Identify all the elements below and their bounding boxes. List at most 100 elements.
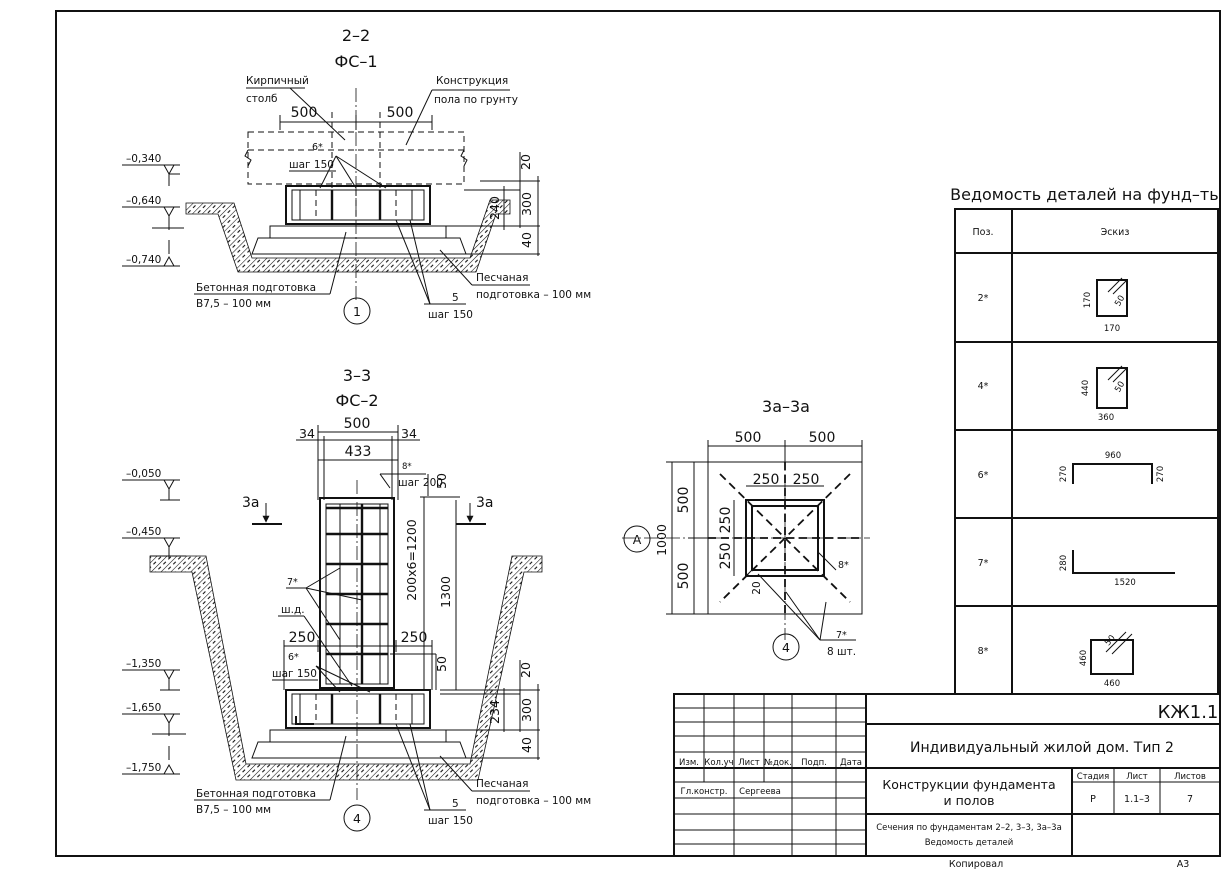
axis-bubble-4	[343, 804, 371, 832]
dim-3-3-234: 234	[487, 700, 502, 724]
level-2-2-a: –0,340	[126, 153, 161, 165]
label-wd: ш.д.	[281, 604, 305, 616]
section-3a-3a: 3а–3а 500 500 500 500 1000 250 250	[622, 397, 870, 661]
tb-stage: Р	[1090, 794, 1096, 805]
tb-hdr-data: Дата	[840, 758, 862, 768]
tb-project: Индивидуальный жилой дом. Тип 2	[910, 740, 1174, 756]
dim-3a-in-vb: 250	[718, 543, 734, 570]
rebar-8-label: 8*	[402, 462, 412, 472]
label-sand-3-3-b: подготовка – 100 мм	[476, 795, 591, 807]
axis-bubble-4-plan	[772, 633, 800, 661]
sketch-6-w: 960	[1105, 451, 1121, 461]
tb-sheet-title-1: Сечения по фундаментам 2–2, 3–3, 3а–3а	[876, 823, 1062, 833]
schedule-col-sketch: Эскиз	[1101, 227, 1130, 238]
rebar-5-label: 5	[452, 292, 459, 304]
schedule-pos-4: 4*	[978, 381, 989, 392]
dim-3-3-433: 433	[345, 444, 372, 460]
level-3-3-d: –1,650	[126, 702, 161, 714]
dim-3a-top-r: 500	[809, 430, 836, 446]
dim-3-3-column: 200x6=1200	[404, 519, 419, 601]
label-brick-2: столб	[246, 93, 278, 105]
sketch-4-hook: 50	[1113, 380, 1127, 394]
dim-3a-top-l: 500	[735, 430, 762, 446]
dim-2-2-240: 240	[487, 196, 502, 220]
section-2-2-mark: ФС–1	[334, 52, 377, 71]
rebar-5-label-3-3: 5	[452, 798, 459, 810]
dim-3-3-1300: 1300	[438, 576, 453, 608]
copied-label: Копировал	[949, 859, 1003, 869]
dim-2-2-300: 300	[519, 192, 534, 216]
schedule-frame	[954, 208, 1219, 695]
label-concrete-2-2-a: Бетонная подготовка	[196, 282, 316, 294]
level-3-3-e: –1,750	[126, 762, 161, 774]
level-3-3-a: –0,050	[126, 468, 161, 480]
sketch-2-w: 170	[1104, 324, 1120, 334]
rebar-8-step: шаг 200	[398, 477, 443, 489]
sheet-frame	[55, 10, 1221, 857]
sketch-6-hl: 270	[1059, 466, 1069, 482]
schedule-title: Ведомость деталей на фунд–ты	[950, 185, 1222, 204]
dim-3-3-40: 40	[519, 737, 534, 753]
sketch-2-h: 170	[1083, 292, 1093, 308]
section-3-3-title: 3–3	[343, 366, 371, 385]
dim-3-3-300: 300	[519, 698, 534, 722]
label-brick-1: Кирпичный	[246, 75, 309, 87]
sketch-8-w: 460	[1104, 679, 1120, 689]
dim-2-2-left: 500	[291, 105, 318, 121]
rebar-8-3a-label: 8*	[838, 560, 849, 571]
tb-sheet: 1.1–3	[1124, 794, 1150, 805]
label-concrete-2-2-b: В7,5 – 100 мм	[196, 298, 271, 310]
dim-3a-left-b: 500	[676, 563, 692, 590]
level-3-3-c: –1,350	[126, 658, 161, 670]
label-floor-1: Конструкция	[436, 75, 508, 87]
sketch-8-h: 460	[1079, 650, 1089, 666]
section-3-3: 3–3 ФС–2 500 34 34 433 8* шаг 200 50	[122, 366, 591, 832]
dim-3a-in-l: 250	[753, 472, 780, 488]
schedule-pos-8: 8*	[978, 646, 989, 657]
section-3a-title: 3а–3а	[762, 397, 810, 416]
dim-3-3-34b: 34	[401, 426, 417, 441]
rebar-6-label-3-3: 6*	[288, 652, 299, 663]
tb-col-stage: Стадия	[1077, 772, 1110, 782]
tb-col-sheets: Листов	[1174, 772, 1206, 782]
level-2-2-b: –0,640	[126, 195, 161, 207]
sketch-4-w: 360	[1098, 413, 1114, 423]
rebar-5-step: шаг 150	[428, 309, 473, 321]
tb-work-title-1: Конструкции фундамента	[882, 777, 1055, 792]
rebar-6-label: 6*	[312, 142, 323, 153]
rebar-7-3a-count: 8 шт.	[827, 646, 856, 658]
sketch-4-h: 440	[1081, 380, 1091, 396]
tb-person: Сергеева	[739, 787, 781, 797]
dim-3-3-500: 500	[344, 416, 371, 432]
sketch-6-hr: 270	[1156, 466, 1166, 482]
axis-bubble-1	[343, 297, 371, 325]
rebar-6-step: шаг 150	[289, 159, 334, 171]
dim-3a-in-r: 250	[793, 472, 820, 488]
axis-a-label: А	[633, 532, 642, 547]
sketch-7-w: 1520	[1114, 578, 1136, 588]
tb-col-sheet: Лист	[1126, 772, 1148, 782]
dim-2-2-20: 20	[518, 154, 533, 170]
schedule-pos-6: 6*	[978, 470, 989, 481]
dim-3a-in-vt: 250	[718, 507, 734, 534]
schedule-col-pos: Поз.	[972, 227, 993, 238]
dim-2-2-40: 40	[519, 232, 534, 248]
rebar-7-label: 7*	[287, 577, 298, 588]
sketch-2-hook: 50	[1113, 294, 1127, 308]
label-sand-3-3-a: Песчаная	[476, 778, 528, 790]
sketch-7-h: 280	[1059, 555, 1069, 571]
axis-4-label: 4	[353, 811, 361, 826]
dim-3-3-250b: 250	[401, 630, 428, 646]
dim-3a-left-t: 500	[676, 487, 692, 514]
format-label: А3	[1177, 859, 1190, 869]
tb-sheet-title-2: Ведомость деталей	[925, 838, 1014, 848]
detail-schedule: Ведомость деталей на фунд–ты Поз. Эскиз …	[950, 185, 1222, 695]
schedule-pos-7: 7*	[978, 558, 989, 569]
dim-3-3-20: 20	[518, 662, 533, 678]
schedule-pos-2: 2*	[978, 293, 989, 304]
level-2-2-c: –0,740	[126, 254, 161, 266]
section-2-2-title: 2–2	[342, 26, 370, 45]
axis-4-plan-label: 4	[782, 640, 790, 655]
tb-hdr-izm: Изм.	[679, 758, 699, 768]
